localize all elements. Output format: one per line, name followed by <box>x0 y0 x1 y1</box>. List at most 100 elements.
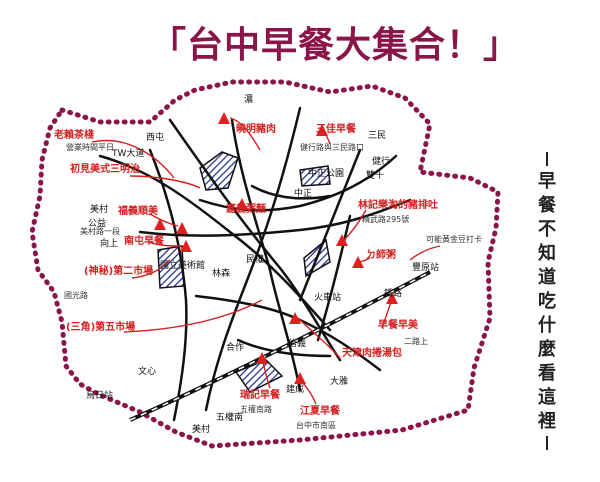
place-label: 瑞記早餐 <box>240 388 281 401</box>
road-label: 豐原站 <box>412 261 439 273</box>
leader-arrow <box>123 299 263 333</box>
place-marker <box>336 234 348 246</box>
leader-arrow <box>381 297 393 329</box>
side-caption-char: 吃 <box>538 291 556 312</box>
leader-lines <box>91 117 441 405</box>
side-caption-char: 知 <box>538 243 556 264</box>
place-label: 曉明豬肉 <box>236 122 276 135</box>
side-caption-top-dash <box>546 152 548 166</box>
side-caption-char: 早 <box>538 171 556 192</box>
road-label: 文心 <box>138 365 156 377</box>
road-label: 鐵路 <box>384 287 402 299</box>
leader-arrow <box>229 117 261 151</box>
district-shade <box>234 359 284 393</box>
place-label: 江夏早餐 <box>300 404 341 417</box>
place-labels: 老賴茶棧 初見美式三明治 (神秘)第二市場 (三角)第五市場 曉明豬肉 三佳早餐… <box>53 122 438 417</box>
road-label: 合作 <box>226 341 244 353</box>
leader-arrow <box>147 241 183 247</box>
leader-arrow <box>321 129 331 145</box>
notes: 健行路與三民路口 營業時間平日 美村路一段 精武路295號 可能黃金豆打卡 國光… <box>64 142 482 430</box>
road-label: 公益 <box>88 217 106 229</box>
road-label: TW大道 <box>111 147 144 159</box>
railway <box>129 270 431 422</box>
road-label: 西屯 <box>146 131 164 143</box>
side-caption-bottom-dash <box>546 436 548 450</box>
road-label: 三民 <box>368 130 386 141</box>
road <box>148 148 188 422</box>
road-label: 國立美術館 <box>160 259 205 271</box>
road-label: 中正 <box>294 187 312 199</box>
road-labels: 濃 西屯 TW大道 三民 健行 雙十 中正公園 中正 美村 公益 向上 國立美術… <box>86 93 439 435</box>
side-caption: 早 餐 不 知 道 吃 什 麼 看 這 裡 <box>532 150 562 454</box>
leader-arrow <box>297 317 341 359</box>
leader-arrow <box>91 139 175 179</box>
side-caption-char: 麼 <box>538 339 556 360</box>
road <box>204 106 302 412</box>
place-marker <box>218 112 230 124</box>
note-text: 健行路與三民路口 <box>300 142 364 152</box>
place-label: (神秘)第二市場 <box>84 264 153 277</box>
place-label: 老賴茶棧 <box>53 128 94 141</box>
road-label: 美村 <box>90 203 108 215</box>
road-label: 健行 <box>372 155 390 167</box>
place-label: (三角)第五市場 <box>66 320 135 333</box>
place-label: 早餐早美 <box>378 318 419 331</box>
note-text: 可能黃金豆打卡 <box>426 234 482 244</box>
note-text: 二路上 <box>404 336 428 346</box>
road <box>198 154 398 212</box>
side-caption-char: 看 <box>538 363 556 384</box>
place-marker <box>180 240 192 252</box>
leader-arrow <box>131 259 171 279</box>
note-text: 五權南路 <box>240 404 272 414</box>
road-label: 林森 <box>212 267 230 279</box>
side-caption-char: 餐 <box>538 195 556 216</box>
place-label: 初見美式三明治 <box>70 162 140 175</box>
place-label: 嘉義粥麵 <box>225 202 266 215</box>
road-label: 建成 <box>286 383 304 395</box>
leader-arrow <box>129 175 201 189</box>
note-text: 精武路295號 <box>362 214 409 224</box>
place-marker <box>294 372 306 384</box>
road <box>250 184 332 200</box>
place-marker <box>154 218 166 230</box>
side-caption-char: 這 <box>538 387 556 408</box>
road <box>168 118 342 362</box>
road-label: 五權南 <box>216 411 243 423</box>
leader-arrow <box>299 379 317 405</box>
note-text: 台中市南區 <box>296 420 336 430</box>
note-text: 營業時間平日 <box>66 142 114 152</box>
place-label: 三佳早餐 <box>316 122 357 135</box>
place-label: 福義順美 <box>117 204 159 217</box>
side-caption-char: 不 <box>538 219 556 240</box>
place-marker <box>236 198 248 210</box>
district-shade <box>299 165 331 187</box>
place-label: 林記樂淘的豬排吐 <box>358 198 438 211</box>
district-shade <box>199 151 239 191</box>
note-text: 美村路一段 <box>80 226 120 236</box>
city-boundary <box>29 79 501 449</box>
side-caption-char: 道 <box>538 267 556 288</box>
road-label: 中正公園 <box>308 167 344 179</box>
road-label: 向上 <box>100 237 118 249</box>
place-label: 南屯早餐 <box>124 234 165 247</box>
side-caption-char: 裡 <box>538 411 556 432</box>
road-label: 濃 <box>244 93 253 105</box>
note-text: 國光路 <box>64 290 88 300</box>
leader-arrow <box>357 257 371 263</box>
road-label: 大雅 <box>330 375 348 387</box>
place-marker <box>289 312 301 324</box>
place-marker <box>176 222 188 234</box>
road-label: 烏日站 <box>86 389 113 401</box>
side-caption-char: 什 <box>538 315 556 336</box>
leader-arrow <box>409 245 441 261</box>
road-label: 火車站 <box>314 291 341 303</box>
leader-arrow <box>261 357 271 389</box>
place-label: ㄉ師粥 <box>366 248 396 261</box>
road <box>138 198 412 237</box>
road-label: 美村 <box>192 423 210 435</box>
marker-group <box>154 112 398 384</box>
leader-arrow <box>149 213 179 227</box>
road-label: 信義 <box>288 337 306 349</box>
road-label: 民權 <box>246 253 264 265</box>
